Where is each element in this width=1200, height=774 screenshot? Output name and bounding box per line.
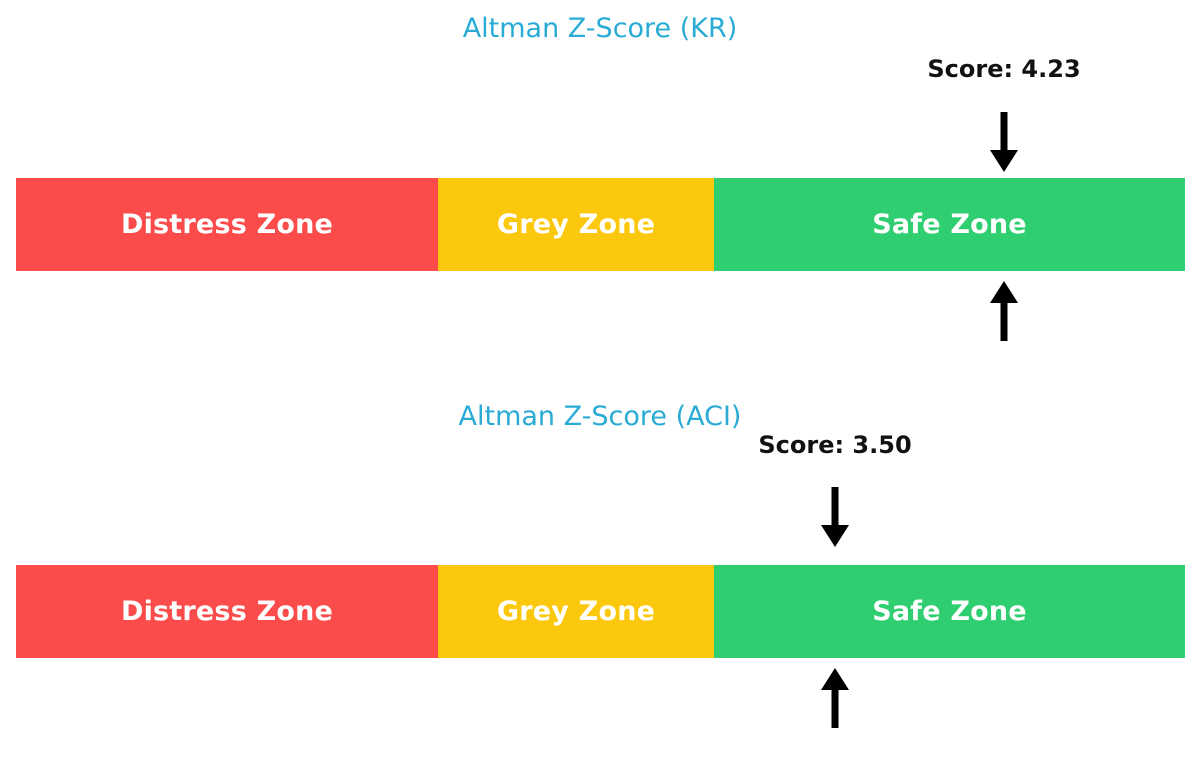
score-badge-kr: Score: 4.23: [927, 55, 1081, 83]
down-arrow-icon-kr: [987, 112, 1021, 174]
page-title-aci: Altman Z-Score (ACI): [458, 401, 742, 432]
page-title-kr: Altman Z-Score (KR): [462, 13, 738, 44]
zone-safe-kr: Safe Zone: [714, 178, 1185, 271]
zone-label-safe-aci: Safe Zone: [872, 596, 1027, 627]
zone-label-distress-aci: Distress Zone: [120, 596, 334, 627]
gauge-panel-kr: Altman Z-Score (KR) Score: 4.23 Distress…: [16, 13, 1185, 341]
zone-bar-kr: Distress Zone Grey Zone Safe Zone: [16, 178, 1185, 271]
score-badge-aci: Score: 3.50: [758, 431, 912, 459]
gauge-panel-aci: Altman Z-Score (ACI) Score: 3.50 Distres…: [0, 387, 1200, 774]
zone-label-distress-kr: Distress Zone: [120, 209, 334, 240]
zone-distress-aci: Distress Zone: [16, 565, 438, 658]
down-arrow-icon-aci: [818, 487, 852, 549]
zone-grey-aci: Grey Zone: [438, 565, 714, 658]
up-arrow-icon-kr: [987, 279, 1021, 341]
zone-grey-kr: Grey Zone: [438, 178, 714, 271]
zone-safe-aci: Safe Zone: [714, 565, 1185, 658]
zone-distress-kr: Distress Zone: [16, 178, 438, 271]
zone-label-grey-kr: Grey Zone: [496, 209, 656, 240]
zone-bar-aci: Distress Zone Grey Zone Safe Zone: [16, 565, 1185, 658]
zone-label-grey-aci: Grey Zone: [496, 596, 656, 627]
zone-label-safe-kr: Safe Zone: [872, 209, 1027, 240]
up-arrow-icon-aci: [818, 666, 852, 728]
